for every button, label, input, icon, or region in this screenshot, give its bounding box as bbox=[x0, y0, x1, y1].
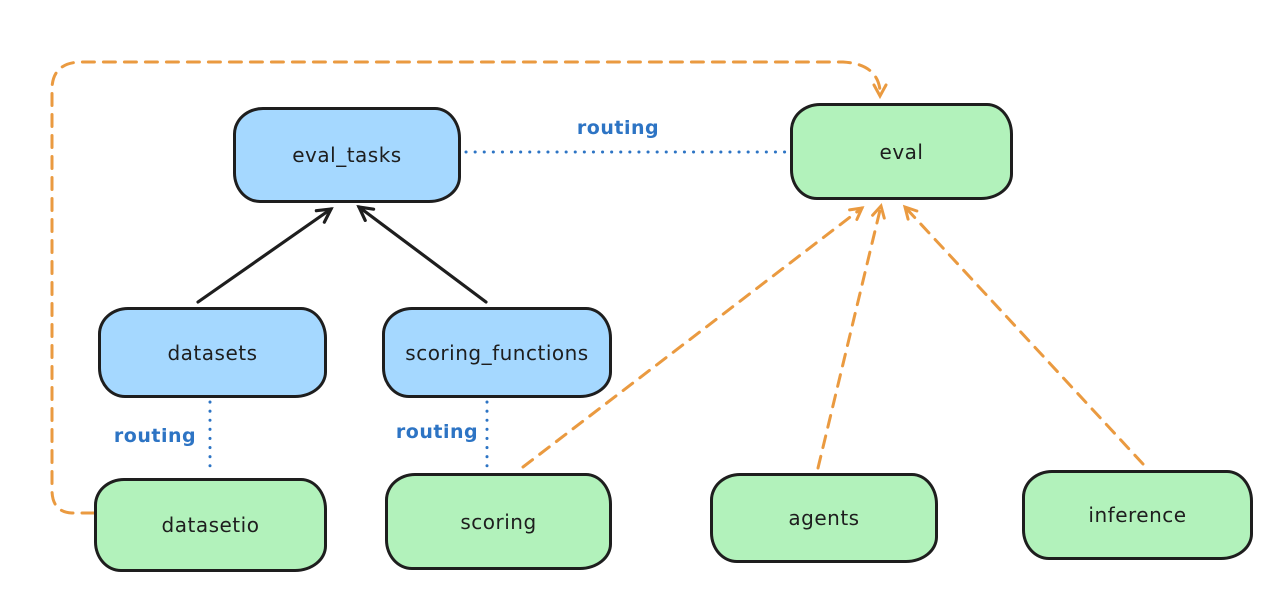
node-datasetio: datasetio bbox=[94, 478, 327, 572]
routing-label-scoring-functions-scoring: routing bbox=[395, 421, 479, 443]
node-eval: eval bbox=[790, 103, 1013, 200]
node-agents-label: agents bbox=[788, 506, 860, 530]
node-eval-label: eval bbox=[879, 139, 924, 164]
node-datasets-label: datasets bbox=[167, 340, 258, 365]
node-scoring-label: scoring bbox=[460, 509, 537, 534]
node-eval-tasks-label: eval_tasks bbox=[292, 143, 402, 167]
node-scoring-functions-label: scoring_functions bbox=[405, 340, 589, 365]
node-datasetio-label: datasetio bbox=[161, 513, 260, 537]
edge-datasets-to-eval-tasks bbox=[196, 207, 334, 304]
node-eval-tasks: eval_tasks bbox=[233, 107, 461, 203]
edge-datasetio-to-eval-around bbox=[50, 60, 888, 515]
edge-scoring-to-eval bbox=[521, 206, 865, 469]
edge-agents-to-eval bbox=[816, 202, 886, 470]
node-datasets: datasets bbox=[98, 307, 327, 398]
node-scoring: scoring bbox=[385, 473, 612, 570]
edge-scoring-functions-to-eval-tasks bbox=[356, 204, 488, 304]
node-inference-label: inference bbox=[1088, 503, 1187, 527]
node-agents: agents bbox=[710, 473, 938, 563]
edge-inference-to-eval bbox=[902, 204, 1145, 466]
node-scoring-functions: scoring_functions bbox=[382, 307, 612, 398]
node-inference: inference bbox=[1022, 470, 1253, 560]
routing-label-datasets-datasetio: routing bbox=[113, 425, 197, 447]
routing-label-eval-tasks-eval: routing bbox=[576, 117, 660, 139]
